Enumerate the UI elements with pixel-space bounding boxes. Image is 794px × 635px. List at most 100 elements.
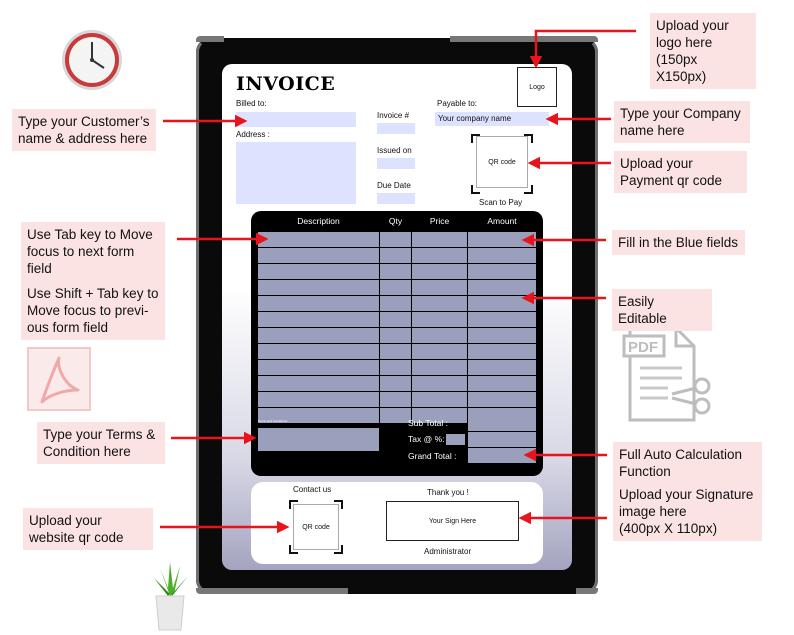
cell-description[interactable] bbox=[258, 392, 379, 407]
cell-qty[interactable] bbox=[380, 344, 411, 359]
cell-price[interactable] bbox=[412, 392, 467, 407]
note-editable: Easily Editable bbox=[612, 289, 712, 331]
grand-total-field[interactable] bbox=[468, 448, 536, 463]
cell-qty[interactable] bbox=[380, 408, 411, 423]
cell-price[interactable] bbox=[412, 232, 467, 247]
scan-to-pay-label: Scan to Pay bbox=[479, 198, 523, 207]
tablet-rim-bottom-left bbox=[196, 588, 348, 594]
note-line: Upload your bbox=[620, 156, 693, 171]
arrow-logo bbox=[529, 29, 636, 69]
cell-amount[interactable] bbox=[468, 328, 536, 343]
cell-amount[interactable] bbox=[468, 344, 536, 359]
note-line: Upload your bbox=[29, 513, 102, 528]
note-line: Upload your bbox=[656, 18, 729, 33]
billed-to-label: Billed to: bbox=[236, 99, 267, 108]
tax-rate-field[interactable] bbox=[446, 434, 465, 445]
thank-you-label: Thank you ! bbox=[427, 488, 469, 497]
note-payment-qr: Upload your Payment qr code bbox=[614, 151, 747, 193]
tax-amount-field[interactable] bbox=[468, 432, 536, 447]
cell-qty[interactable] bbox=[380, 232, 411, 247]
company-name-field[interactable]: Your company name bbox=[435, 112, 549, 126]
note-customer: Type your Customer’s name & address here bbox=[12, 109, 156, 151]
cell-amount[interactable] bbox=[468, 312, 536, 327]
cell-qty[interactable] bbox=[380, 328, 411, 343]
cell-price[interactable] bbox=[412, 328, 467, 343]
cell-amount[interactable] bbox=[468, 392, 536, 407]
cell-description[interactable] bbox=[258, 296, 379, 311]
cell-price[interactable] bbox=[412, 360, 467, 375]
cell-description[interactable] bbox=[258, 312, 379, 327]
cell-amount[interactable] bbox=[468, 376, 536, 391]
cell-amount[interactable] bbox=[468, 280, 536, 295]
note-line: name & address here bbox=[18, 131, 148, 146]
terms-field[interactable] bbox=[258, 428, 379, 451]
cell-qty[interactable] bbox=[380, 296, 411, 311]
cell-qty[interactable] bbox=[380, 360, 411, 375]
subtotal-field[interactable] bbox=[468, 416, 536, 431]
adobe-pdf-icon bbox=[27, 347, 91, 411]
note-tab-key: Use Tab key to Move focus to next form f… bbox=[21, 222, 165, 281]
invoice-number-field[interactable] bbox=[377, 123, 415, 134]
cell-amount[interactable] bbox=[468, 248, 536, 263]
cell-amount[interactable] bbox=[468, 360, 536, 375]
address-field[interactable] bbox=[236, 142, 356, 204]
cell-price[interactable] bbox=[412, 376, 467, 391]
cell-qty[interactable] bbox=[380, 280, 411, 295]
billed-to-field[interactable] bbox=[236, 112, 356, 127]
cell-description[interactable] bbox=[258, 264, 379, 279]
cell-price[interactable] bbox=[412, 248, 467, 263]
cell-description[interactable] bbox=[258, 360, 379, 375]
note-auto-calc: Full Auto Calculation Function bbox=[613, 442, 762, 484]
cell-price[interactable] bbox=[412, 264, 467, 279]
note-line: Function bbox=[619, 464, 671, 479]
cell-price[interactable] bbox=[412, 344, 467, 359]
cell-qty[interactable] bbox=[380, 312, 411, 327]
cell-description[interactable] bbox=[258, 248, 379, 263]
note-terms: Type your Terms & Condition here bbox=[37, 422, 165, 464]
tablet-rim-top-left bbox=[196, 36, 224, 42]
signature-upload-box[interactable]: Your Sign Here bbox=[386, 501, 519, 541]
tablet-rim-bottom-right bbox=[576, 588, 598, 594]
note-line: Type your Terms & bbox=[43, 427, 156, 442]
note-line: field bbox=[27, 261, 52, 276]
cell-amount[interactable] bbox=[468, 232, 536, 247]
website-qr-frame bbox=[289, 500, 343, 554]
cell-amount[interactable] bbox=[468, 264, 536, 279]
cell-description[interactable] bbox=[258, 344, 379, 359]
col-header-description: Description bbox=[297, 216, 340, 226]
due-date-field[interactable] bbox=[377, 193, 415, 204]
website-qr-upload[interactable]: QR code bbox=[293, 504, 339, 550]
note-line: Type your Company bbox=[620, 106, 741, 121]
note-website-qr: Upload your website qr code bbox=[23, 508, 153, 550]
logo-upload-box[interactable]: Logo bbox=[517, 67, 557, 107]
cell-price[interactable] bbox=[412, 408, 467, 423]
note-line: image here bbox=[619, 504, 687, 519]
cell-description[interactable] bbox=[258, 328, 379, 343]
terms-label: Terms and Conditions: bbox=[258, 419, 288, 423]
cell-description[interactable] bbox=[258, 232, 379, 247]
cell-qty[interactable] bbox=[380, 264, 411, 279]
tablet-rim-top-right bbox=[450, 36, 598, 42]
cell-amount[interactable] bbox=[468, 296, 536, 311]
note-line: Full Auto Calculation bbox=[619, 447, 743, 462]
tablet-rim bbox=[196, 38, 598, 594]
pdf-document-icon: PDF bbox=[622, 326, 711, 422]
contact-us-label: Contact us bbox=[293, 485, 332, 494]
note-line: Upload your Signature bbox=[619, 487, 754, 502]
note-line: ous form field bbox=[27, 320, 109, 335]
cell-description[interactable] bbox=[258, 408, 379, 423]
issued-on-label: Issued on bbox=[377, 146, 412, 155]
cell-price[interactable] bbox=[412, 280, 467, 295]
cell-qty[interactable] bbox=[380, 248, 411, 263]
cell-price[interactable] bbox=[412, 312, 467, 327]
cell-qty[interactable] bbox=[380, 376, 411, 391]
cell-description[interactable] bbox=[258, 280, 379, 295]
issued-on-field[interactable] bbox=[377, 158, 415, 169]
cell-qty[interactable] bbox=[380, 392, 411, 407]
payable-to-label: Payable to: bbox=[437, 99, 478, 108]
cell-description[interactable] bbox=[258, 376, 379, 391]
note-line: (150px X150px) bbox=[656, 52, 707, 84]
note-company: Type your Company name here bbox=[614, 101, 750, 143]
payment-qr-upload[interactable]: QR code bbox=[476, 136, 528, 188]
cell-price[interactable] bbox=[412, 296, 467, 311]
